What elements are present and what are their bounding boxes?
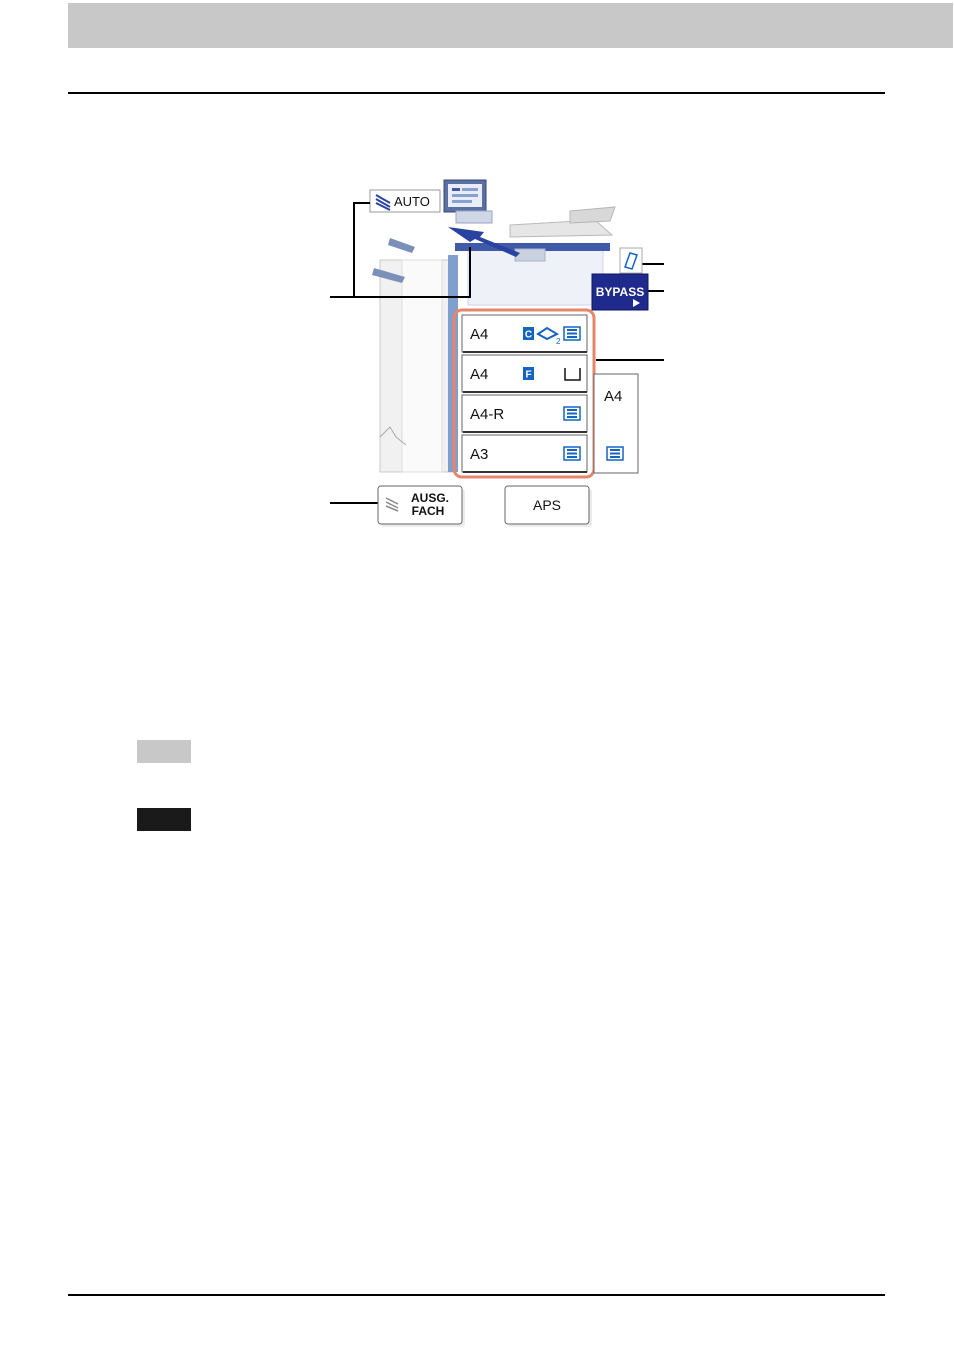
drawer-3-size: A4-R [470,406,504,423]
callout-lines [330,202,664,504]
drawer-2-badge: F [525,370,531,381]
aps-button[interactable]: APS [504,485,592,527]
copier-illustration [372,179,616,473]
drawer-1-button[interactable]: A4 C 2 [461,314,588,353]
output-button-line2: FACH [412,504,445,518]
drawer-2-size: A4 [470,366,488,383]
output-tray-icon [375,194,391,211]
aps-label: APS [533,497,561,513]
drawer-1-badge-sub: 2 [556,337,561,346]
drawer-1-badge: C [525,330,532,341]
drawer-2-button[interactable]: A4 F [461,354,588,393]
drawer-4-button[interactable]: A3 [461,434,588,473]
bottom-rule [68,1294,885,1296]
bypass-button[interactable]: BYPASS [591,273,649,311]
drawer-3-button[interactable]: A4-R [461,394,588,433]
auto-label: AUTO [394,194,430,209]
lcf-size: A4 [604,388,622,405]
paper-stack-icon [536,326,560,341]
tip-badge [137,740,191,763]
paper-level-icon [563,446,581,461]
play-arrow-icon [633,299,640,307]
coated-paper-icon [523,327,534,340]
empty-tray-icon [564,368,581,381]
header-bar [68,3,953,48]
output-tray-icon [385,497,399,512]
lcf-tray-button[interactable]: A4 [593,373,639,474]
output-button-line1: AUSG. [411,491,449,505]
drawer-4-size: A3 [470,446,488,463]
special-paper-icon [523,367,534,380]
bypass-label: BYPASS [596,285,644,299]
paper-level-icon [563,326,581,341]
copier-paper-tray-diagram: AUTO BYPASS A4 C 2 [330,179,664,527]
auto-output-button[interactable]: AUTO [369,189,441,213]
top-rule [68,92,885,94]
paper-level-icon [606,446,624,461]
bypass-paper-icon[interactable] [619,247,643,274]
drawer-1-size: A4 [470,326,488,343]
note-badge [137,808,191,831]
paper-level-icon [563,406,581,421]
output-tray-button[interactable]: AUSG. FACH [377,485,465,527]
